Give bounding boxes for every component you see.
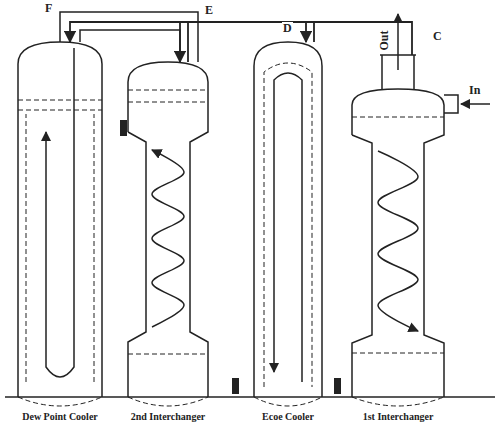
gas-pipe <box>306 22 412 55</box>
vessel: 2nd Interchanger <box>128 62 208 397</box>
vessel-outline <box>18 42 102 397</box>
inner-shell <box>26 114 94 382</box>
vessel: Dew Point Cooler <box>18 42 102 397</box>
inlet-arrow <box>461 103 490 105</box>
vessel: Ecoe Cooler <box>254 42 322 397</box>
vessel-base <box>18 397 102 406</box>
vessel-outline <box>352 55 444 397</box>
gas-pipe <box>70 22 188 62</box>
vessel-wall <box>352 89 444 397</box>
outlet-neck <box>380 55 416 89</box>
vessel: 1st Interchanger <box>352 55 444 397</box>
section-letter: C <box>432 30 443 43</box>
spiral-coil <box>152 150 184 327</box>
flow-path <box>274 73 302 382</box>
vessel-wall <box>18 42 102 397</box>
vessel-wall <box>254 42 322 397</box>
valve-symbol <box>120 120 127 136</box>
vessel-label: 1st Interchanger <box>362 411 435 423</box>
flow-label: Out <box>378 29 391 51</box>
vessel-wall <box>128 62 208 397</box>
vessel-outline <box>254 42 322 397</box>
ground-line <box>5 396 495 398</box>
flow-label: In <box>468 84 481 97</box>
baffle-line <box>18 100 102 110</box>
vessel-base <box>128 397 208 406</box>
flow-path <box>46 48 74 377</box>
baffle-line <box>352 117 444 353</box>
inlet-flange <box>444 95 458 113</box>
vessel-label: Ecoe Cooler <box>261 411 315 423</box>
section-letter: D <box>282 22 293 35</box>
valve-symbol <box>334 378 341 394</box>
baffle-line <box>128 90 208 354</box>
section-letter: E <box>204 4 214 17</box>
pipe-inner-wall <box>80 30 180 62</box>
valve-symbol <box>232 378 239 394</box>
vessel-outline <box>128 62 208 397</box>
vessel-label: 2nd Interchanger <box>130 411 207 423</box>
vessel-label: Dew Point Cooler <box>21 411 99 423</box>
section-letter: F <box>44 2 53 15</box>
vessel-base <box>254 397 322 406</box>
vessel-base <box>352 397 444 406</box>
spiral-coil <box>378 151 418 331</box>
pipe-outer-wall <box>60 12 198 62</box>
inner-shell <box>264 63 312 387</box>
